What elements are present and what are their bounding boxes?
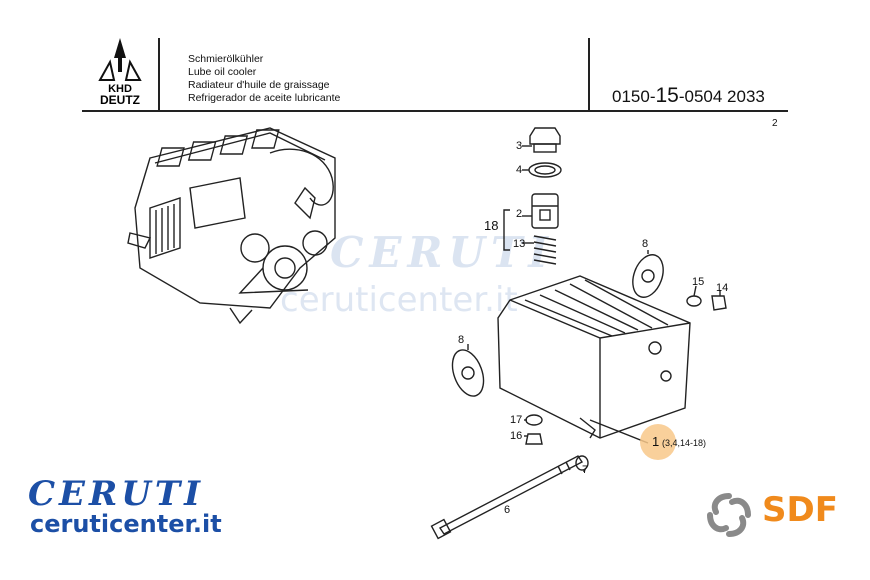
callout-7: 7 xyxy=(582,464,589,476)
gasket-part-8-left xyxy=(451,349,485,397)
callout-6: 6 xyxy=(504,504,511,516)
ring-part-17 xyxy=(525,414,543,426)
watermark-ceruti: CERUTI xyxy=(330,228,554,277)
title-english: Lube oil cooler xyxy=(188,66,257,78)
gasket-part-8-upper xyxy=(632,254,664,298)
spring-part-13 xyxy=(533,235,557,265)
ceruti-logo: CERUTI xyxy=(28,474,205,514)
callout-1-note: (3,4,14-18) xyxy=(662,438,707,448)
callout-17: 17 xyxy=(510,414,523,426)
washer-part-15 xyxy=(686,295,702,307)
callout-16: 16 xyxy=(510,430,523,442)
part-number: 0150-15-0504 2033 xyxy=(612,84,765,108)
header-divider-left xyxy=(158,38,160,112)
callout-4: 4 xyxy=(516,164,523,176)
title-german: Schmierölkühler xyxy=(188,53,264,65)
washer-part-7 xyxy=(575,455,589,471)
callout-14: 14 xyxy=(716,282,729,294)
callout-15: 15 xyxy=(692,276,705,288)
title-spanish: Refrigerador de aceite lubricante xyxy=(188,92,341,104)
header-divider-right xyxy=(588,38,590,112)
plug-part-3 xyxy=(529,127,561,145)
sdf-logo-text: SDF xyxy=(762,490,838,530)
screw-part-14 xyxy=(711,295,727,311)
part-number-suffix: -0504 2033 xyxy=(678,87,765,106)
logo-khd-text: KHD xyxy=(108,83,132,95)
valve-part-2 xyxy=(531,193,559,229)
page-number: 2 xyxy=(772,118,778,129)
engine-illustration xyxy=(127,127,336,325)
callout-2: 2 xyxy=(516,208,523,220)
header-rule xyxy=(82,110,788,112)
ceruticenter-url: ceruticenter.it xyxy=(30,510,222,538)
logo-deutz-text: DEUTZ xyxy=(100,93,140,106)
callout-1: 1 xyxy=(652,434,660,449)
part-number-group: 15 xyxy=(655,84,679,107)
sdf-logo-icon xyxy=(707,493,751,537)
callout-13: 13 xyxy=(513,238,526,250)
callout-8-upper: 8 xyxy=(642,238,649,250)
callout-18: 18 xyxy=(484,218,499,233)
part-number-prefix: 0150- xyxy=(612,87,656,106)
parts-diagram xyxy=(430,127,727,540)
callout-8-left: 8 xyxy=(458,334,465,346)
callout-3: 3 xyxy=(516,140,523,152)
bolt-part-6 xyxy=(438,455,584,535)
khd-deutz-logo: KHD DEUTZ xyxy=(98,38,142,106)
plug-part-16 xyxy=(525,433,543,445)
highlight-marker xyxy=(640,424,676,460)
title-french: Radiateur d'huile de graissage xyxy=(188,79,330,91)
watermark-ceruticenter: ceruticenter.it xyxy=(280,280,518,320)
seal-ring-part-4 xyxy=(528,162,562,178)
